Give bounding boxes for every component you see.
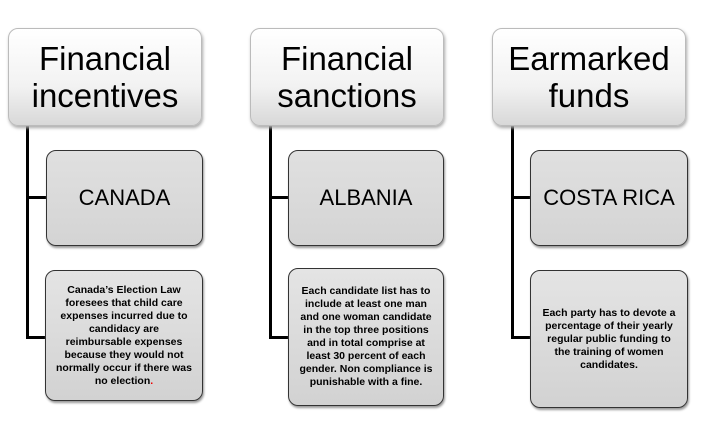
connector-line	[269, 124, 272, 339]
country-box-costa-rica: COSTA RICA	[530, 150, 688, 246]
connector-line	[511, 336, 531, 339]
category-label: Earmarked funds	[508, 40, 670, 114]
connector-line	[269, 196, 289, 199]
country-box-canada: CANADA	[46, 150, 203, 246]
connector-line	[26, 336, 47, 339]
detail-box-albania: Each candidate list has to include at le…	[288, 268, 444, 406]
category-box-earmarked-funds: Earmarked funds	[492, 28, 686, 126]
detail-text: Each candidate list has to include at le…	[299, 285, 433, 388]
category-label: Financial sanctions	[277, 40, 417, 114]
country-box-albania: ALBANIA	[288, 150, 444, 246]
detail-box-canada: Canada’s Election Law foresees that chil…	[45, 270, 203, 401]
category-box-financial-sanctions: Financial sanctions	[250, 28, 444, 126]
category-box-financial-incentives: Financial incentives	[8, 28, 202, 126]
country-label: CANADA	[78, 185, 171, 210]
connector-line	[269, 336, 289, 339]
country-label: ALBANIA	[319, 185, 413, 210]
connector-line	[26, 196, 47, 199]
connector-line	[26, 124, 29, 339]
detail-text: Each party has to devote a percentage of…	[542, 306, 676, 371]
connector-line	[511, 196, 531, 199]
category-label: Financial incentives	[31, 40, 179, 114]
connector-line	[511, 124, 514, 339]
country-label: COSTA RICA	[543, 185, 675, 210]
detail-box-costa-rica: Each party has to devote a percentage of…	[530, 270, 688, 408]
detail-text: Canada’s Election Law foresees that chil…	[56, 283, 192, 387]
